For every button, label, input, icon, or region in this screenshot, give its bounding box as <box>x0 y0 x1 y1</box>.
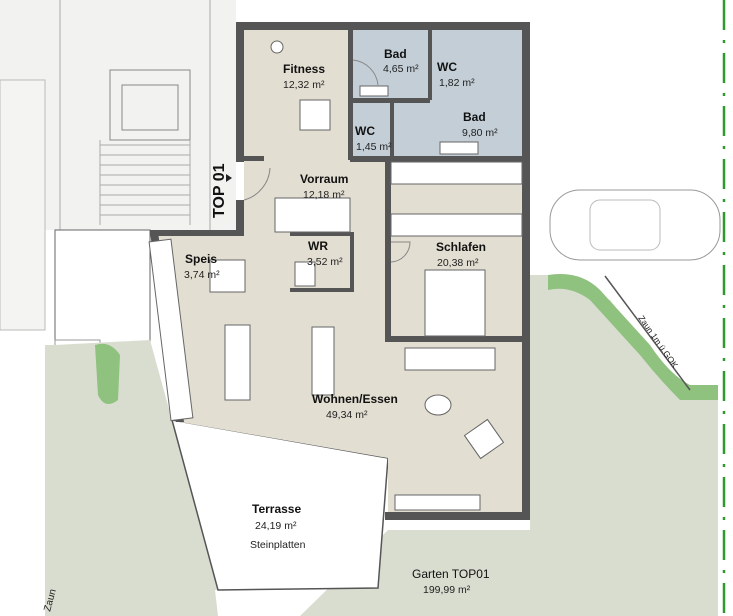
room-name-wr: WR <box>308 239 328 253</box>
room-name-wc-lower: WC <box>355 124 375 138</box>
room-name-schlafen: Schlafen <box>436 240 486 254</box>
room-area-wohnen: 49,34 m² <box>326 409 368 421</box>
room-name-garten: Garten TOP01 <box>412 567 490 581</box>
room-area-terrasse: 24,19 m² <box>255 520 297 532</box>
unit-label: TOP 01 <box>211 163 228 218</box>
garden-area-right <box>300 275 718 616</box>
floors <box>155 30 522 512</box>
room-name-speis: Speis <box>185 252 217 266</box>
fence-right <box>604 275 691 391</box>
room-area-wc-upper: 1,82 m² <box>439 77 475 89</box>
neighbour-building <box>0 0 236 401</box>
room-name-wc-upper: WC <box>437 60 457 74</box>
doors <box>243 59 411 263</box>
furniture <box>148 40 523 511</box>
room-area-vorraum: 12,18 m² <box>303 189 345 201</box>
room-area-speis: 3,74 m² <box>184 269 220 281</box>
hedge <box>95 274 718 404</box>
room-area-schlafen: 20,38 m² <box>437 257 479 269</box>
room-area-fitness: 12,32 m² <box>283 79 325 91</box>
room-name-bad-large: Bad <box>463 110 486 124</box>
room-name-bad-small: Bad <box>384 47 407 61</box>
room-name-vorraum: Vorraum <box>300 172 348 186</box>
room-area-bad-large: 9,80 m² <box>462 127 498 139</box>
room-area-garten: 199,99 m² <box>423 584 471 596</box>
room-area-bad-small: 4,65 m² <box>383 63 419 75</box>
terrace-material: Steinplatten <box>250 539 306 551</box>
room-name-terrasse: Terrasse <box>252 502 301 516</box>
room-area-wr: 3,52 m² <box>307 256 343 268</box>
room-name-wohnen: Wohnen/Essen <box>312 392 398 406</box>
room-area-wc-lower: 1,45 m² <box>356 141 392 153</box>
entrance-arrow-icon <box>226 174 232 182</box>
car-parking <box>549 189 721 261</box>
room-name-fitness: Fitness <box>283 62 325 76</box>
